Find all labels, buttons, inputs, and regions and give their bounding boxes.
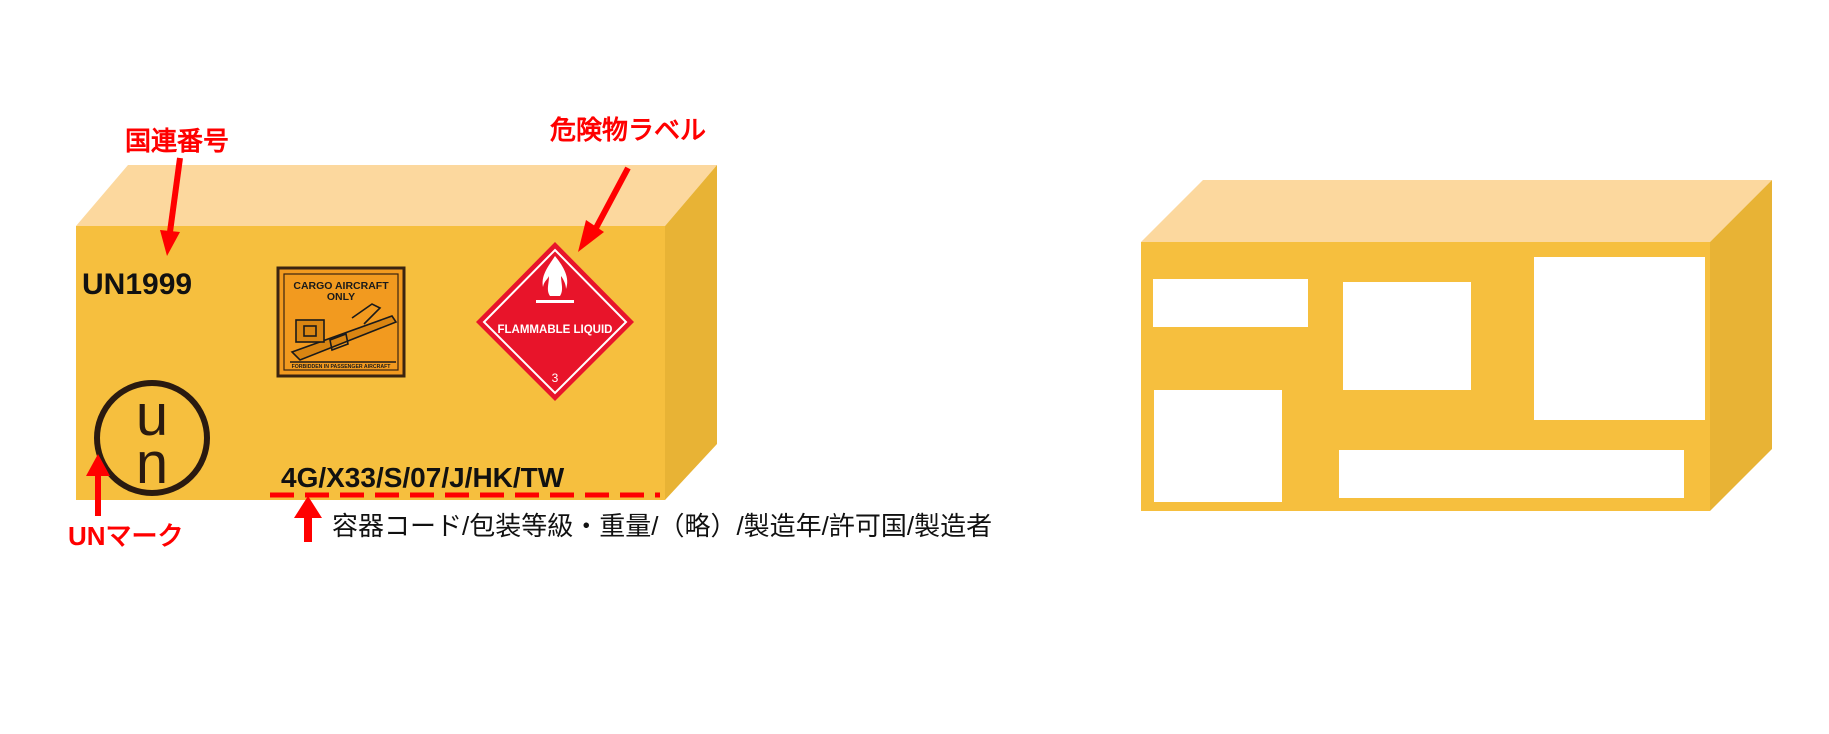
arrow-icon: [578, 166, 631, 252]
arrow-icon: [294, 496, 322, 542]
left-box-top: [76, 165, 717, 226]
blank-spec-code: [1339, 450, 1684, 498]
annotation-spec-legend: 容器コード/包装等級・重量/（略）/製造年/許可国/製造者: [332, 511, 992, 541]
right-box-side: [1710, 180, 1772, 511]
blank-hazard-label: [1534, 257, 1705, 420]
cargo-label-footer: FORBIDDEN IN PASSENGER AIRCRAFT: [292, 364, 392, 370]
un-mark-letter-n: n: [136, 431, 168, 496]
annotation-un-number: 国連番号: [125, 126, 229, 156]
hazard-diamond: FLAMMABLE LIQUID 3: [476, 242, 634, 401]
annotation-un-mark: UNマーク: [68, 521, 184, 551]
hazard-diamond-shape: [476, 242, 634, 401]
cargo-label-inner: [283, 273, 399, 371]
hazard-diamond-text: FLAMMABLE LIQUID: [498, 324, 613, 336]
cargo-label-title-line1: CARGO AIRCRAFT: [293, 280, 389, 292]
hazard-class-number: 3: [552, 371, 559, 385]
hazard-diamond-border: [482, 248, 628, 395]
left-box-side: [665, 165, 717, 500]
un-mark-circle: [94, 380, 210, 496]
box-un-number: UN1999: [82, 268, 192, 301]
blank-un-mark: [1154, 390, 1282, 502]
box-spec-code: 4G/X33/S/07/J/HK/TW: [281, 462, 565, 493]
annotation-hazard-label: 危険物ラベル: [550, 115, 706, 145]
arrow-icon: [160, 157, 183, 256]
cargo-label-title-line2: ONLY: [327, 291, 355, 303]
un-mark: u n: [94, 380, 210, 496]
flame-icon: [536, 256, 574, 303]
un-mark-letter-u: u: [136, 383, 168, 448]
right-box-top: [1141, 180, 1772, 242]
blank-un-number: [1153, 279, 1308, 327]
airplane-icon: [290, 303, 398, 363]
cargo-aircraft-label: CARGO AIRCRAFT ONLY FORBIDDEN IN PASSENG…: [276, 266, 406, 378]
blank-cargo-label: [1343, 282, 1471, 390]
arrow-icon: [86, 454, 110, 516]
